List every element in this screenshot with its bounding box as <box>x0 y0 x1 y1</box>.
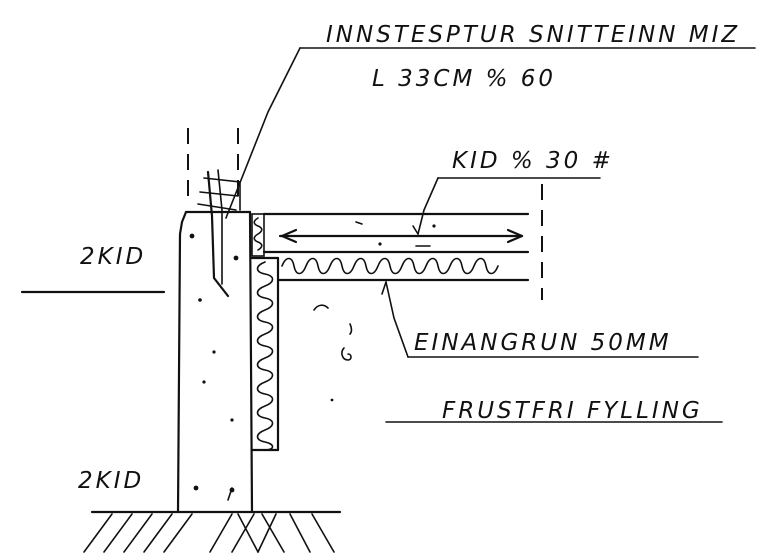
sill-plate-top <box>203 177 241 211</box>
concrete-dot <box>233 255 239 261</box>
anchor-label-line2: L 33CM % 60 <box>372 66 556 92</box>
sill-plate-hatch1 <box>199 191 239 197</box>
ground-hatching <box>83 513 335 553</box>
foundation-wall <box>176 128 254 514</box>
edge-insulation <box>250 213 280 452</box>
anchor-bar <box>206 170 230 298</box>
under-slab-insulation <box>276 257 530 282</box>
upper-wall-reinforcement-label: 2KID <box>80 244 146 270</box>
slab-aggregate <box>355 221 363 225</box>
sill-plate-hatch2 <box>197 203 237 211</box>
anchor-label-line1: INNSTESPTUR SNITTEINN MIZ <box>326 22 740 48</box>
slab-edge-strip-squiggle <box>253 217 263 251</box>
lower-wall-reinforcement-label: 2KID <box>78 468 144 494</box>
frost-free-fill-marks <box>313 304 353 402</box>
insulation-arrow-head <box>381 281 387 295</box>
under-slab-insulation-squiggle <box>281 257 499 275</box>
concrete-dot <box>193 485 199 491</box>
frost-fill-label: FRUSTFRI FYLLING <box>442 398 703 424</box>
concrete-dot <box>202 380 206 384</box>
ground <box>20 290 342 553</box>
anchor-bar-second <box>217 169 223 285</box>
edge-insulation-squiggle <box>256 261 274 451</box>
fill-pebble <box>341 347 352 361</box>
floor-slab <box>262 184 543 300</box>
fill-pebble <box>313 304 329 311</box>
leader-lines <box>225 47 756 423</box>
fill-pebble <box>330 398 334 402</box>
wall-right-edge <box>248 210 254 514</box>
reinforcement-arrow-head <box>412 225 419 235</box>
rebar-left-hook <box>280 228 298 244</box>
slab-aggregate <box>432 224 436 228</box>
wall-left-edge <box>176 210 188 514</box>
slab-aggregate <box>378 242 382 246</box>
reinforcement-leader-line <box>417 177 439 235</box>
insulation-label: EINANGRUN 50MM <box>414 330 672 356</box>
slab-edge-strip <box>251 213 265 257</box>
rebar-right-hook <box>506 228 524 244</box>
concrete-dot <box>212 350 216 354</box>
concrete-dot <box>230 418 234 422</box>
insulation-leader-line <box>385 281 409 358</box>
concrete-mark <box>227 487 233 501</box>
slab-reinforcement-label: KID % 30 # <box>452 148 614 174</box>
concrete-dot <box>189 233 195 239</box>
fill-pebble <box>349 323 353 335</box>
concrete-dot <box>198 298 202 302</box>
